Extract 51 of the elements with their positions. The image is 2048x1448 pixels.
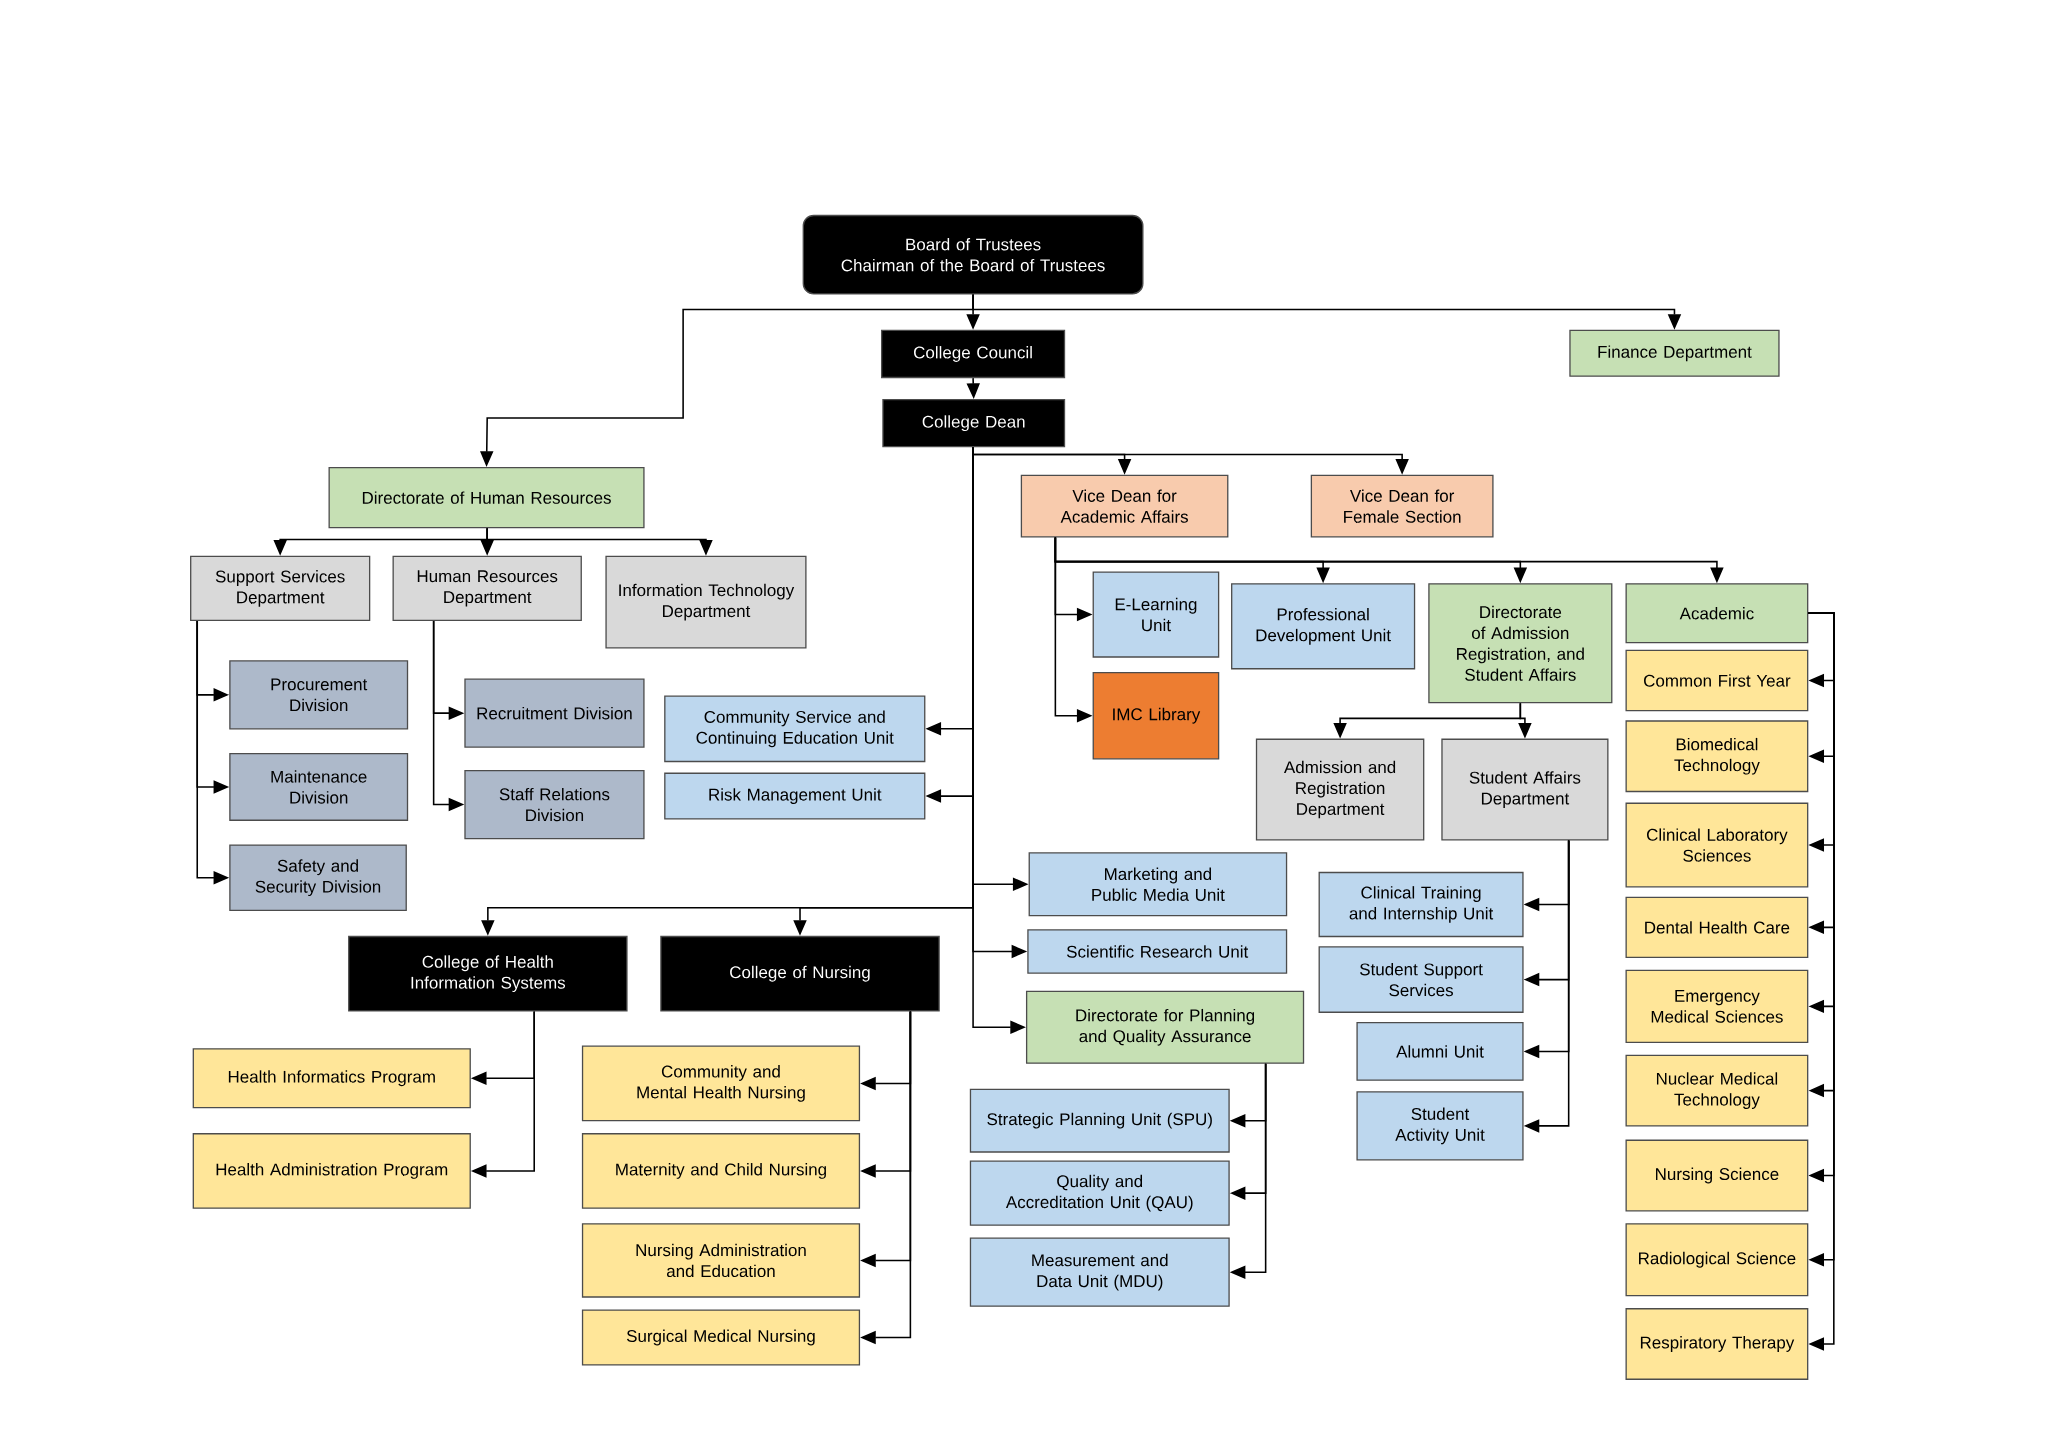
org-box: Student Support Services — [1318, 946, 1524, 1013]
org-box: Common First Year — [1625, 649, 1809, 711]
org-box: Nursing Administration and Education — [581, 1222, 861, 1298]
org-box: Biomedical Technology — [1625, 720, 1809, 792]
org-box: Vice Dean for Academic Affairs — [1020, 474, 1229, 538]
org-box: Student Affairs Department — [1441, 738, 1609, 841]
org-box: Professional Development Unit — [1231, 582, 1416, 670]
org-box: Board of Trustees Chairman of the Board of Trustees — [802, 214, 1144, 295]
org-box: Support Services Department — [190, 555, 371, 621]
org-box: Dental Health Care — [1625, 896, 1809, 958]
org-box: Maintenance Division — [229, 752, 409, 821]
org-box: Community Service and Continuing Education Unit — [664, 695, 926, 762]
org-box: Information Technology Department — [605, 555, 807, 649]
org-box: College Council — [881, 329, 1066, 378]
org-box: Radiological Science — [1625, 1222, 1809, 1297]
org-box: Directorate of Human Resources — [328, 466, 645, 529]
org-box: Quality and Accreditation Unit (QAU) — [969, 1160, 1230, 1226]
org-box: Measurement and Data Unit (MDU) — [969, 1237, 1230, 1307]
org-box: Nursing Science — [1625, 1139, 1809, 1212]
org-box: Student Activity Unit — [1356, 1091, 1524, 1161]
org-box: Academic — [1625, 582, 1809, 644]
org-box: Admission and Registration Department — [1255, 738, 1425, 841]
org-box: Directorate for Planning and Quality Assurance — [1025, 990, 1305, 1064]
org-box: IMC Library — [1092, 671, 1220, 760]
org-box: Risk Management Unit — [664, 772, 926, 820]
org-box: Strategic Planning Unit (SPU) — [969, 1088, 1230, 1153]
org-box: Clinical Laboratory Sciences — [1625, 802, 1809, 888]
org-box: Clinical Training and Internship Unit — [1318, 871, 1524, 937]
org-box: Scientific Research Unit — [1027, 929, 1288, 974]
org-box: Alumni Unit — [1356, 1021, 1524, 1081]
org-box: Community and Mental Health Nursing — [581, 1045, 861, 1122]
org-box: Human Resources Department — [392, 555, 582, 621]
org-box: Health Informatics Program — [192, 1047, 471, 1109]
org-box: Finance Department — [1569, 329, 1780, 377]
org-box: Safety and Security Division — [229, 844, 407, 911]
org-box: Marketing and Public Media Unit — [1028, 852, 1288, 916]
org-box: Surgical Medical Nursing — [581, 1309, 861, 1366]
org-box: College of Health Information Systems — [348, 935, 628, 1012]
org-box: Recruitment Division — [464, 678, 645, 748]
org-box: Health Administration Program — [192, 1132, 471, 1209]
org-box: Directorate of Admission Registration, and Student Affairs — [1428, 582, 1613, 704]
org-box: College of Nursing — [660, 935, 940, 1012]
org-box: E-Learning Unit — [1092, 571, 1220, 658]
org-box: Maternity and Child Nursing — [581, 1132, 861, 1209]
org-box: Emergency Medical Sciences — [1625, 969, 1809, 1043]
org-box: Vice Dean for Female Section — [1310, 474, 1494, 538]
org-box: College Dean — [882, 398, 1066, 448]
org-box: Nuclear Medical Technology — [1625, 1054, 1809, 1127]
org-box: Procurement Division — [229, 660, 409, 730]
org-box: Staff Relations Division — [464, 769, 645, 839]
org-box: Respiratory Therapy — [1625, 1307, 1809, 1380]
